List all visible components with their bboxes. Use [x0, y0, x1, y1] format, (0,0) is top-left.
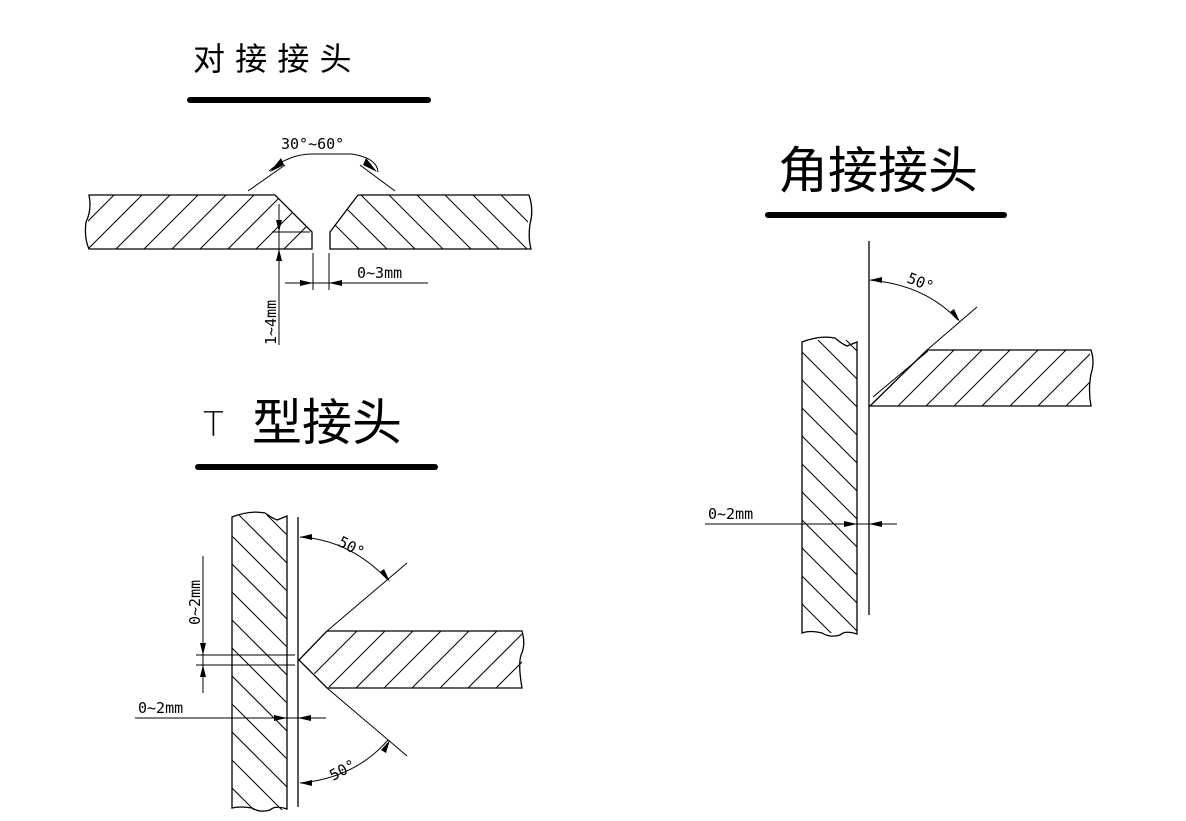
butt-root-face-label: 1~4mm [262, 300, 280, 345]
t-root-face-label: 0~2mm [186, 580, 204, 625]
t-horizontal-plate [298, 630, 525, 689]
butt-root-gap-label: 0~3mm [357, 264, 402, 282]
t-gap-arrow-right [298, 715, 311, 721]
t-upper-angle-arrow-2 [380, 569, 390, 582]
t-lower-bevel-ext [326, 687, 408, 757]
corner-horizontal-hatch [870, 350, 1090, 406]
t-upper-bevel-ext [326, 562, 408, 632]
corner-horizontal-plate [868, 349, 1094, 407]
t-root-face-arrow-bottom [200, 665, 206, 677]
t-gap-arrow-left [274, 715, 287, 721]
butt-angle-ext-left [247, 164, 286, 192]
t-joint-title: 型接头 [252, 394, 402, 452]
t-upper-angle-label: 50° [335, 533, 367, 562]
butt-gap-arrow-right [329, 280, 342, 286]
t-vertical-hatch [232, 515, 287, 810]
butt-joint-section: 对 接 接 头 [84, 40, 533, 345]
corner-vertical-plate [801, 336, 858, 637]
butt-left-hatch [88, 195, 312, 249]
t-vertical-plate [231, 511, 288, 812]
butt-right-hatch [330, 195, 528, 249]
butt-root-face-arrow-bottom [276, 249, 282, 261]
t-root-face-arrow-top [200, 643, 206, 655]
corner-angle-arrow-1 [870, 277, 882, 283]
t-lower-angle-arrow-1 [300, 780, 312, 786]
t-lower-angle-label: 50° [326, 756, 358, 785]
corner-angle-label: 50° [905, 269, 937, 296]
corner-gap-arrow-left [844, 521, 857, 527]
corner-root-gap-label: 0~2mm [708, 505, 753, 523]
corner-joint-title: 角接接头 [778, 142, 978, 200]
corner-bevel-ext [926, 306, 978, 351]
t-root-gap-label: 0~2mm [138, 699, 183, 717]
corner-angle-arrow-2 [950, 309, 960, 322]
t-joint-section: T 型接头 [135, 394, 525, 812]
corner-gap-arrow-right [869, 521, 882, 527]
butt-left-plate [84, 194, 313, 250]
butt-angle-arrow-right [363, 158, 377, 172]
t-lower-angle-arrow-2 [381, 740, 390, 753]
corner-joint-section: 角接接头 [705, 142, 1094, 637]
butt-right-plate [329, 194, 533, 250]
t-joint-title-prefix: T [203, 405, 224, 445]
corner-vertical-hatch [802, 340, 857, 633]
butt-angle-arrow-left [270, 158, 284, 172]
butt-angle-ext-right [359, 164, 396, 192]
t-horizontal-hatch [299, 631, 522, 688]
corner-bevel-inner [872, 350, 929, 398]
butt-groove-angle-label: 30°~60° [281, 135, 344, 153]
butt-joint-title: 对 接 接 头 [193, 40, 352, 78]
butt-angle-arc [268, 153, 379, 173]
butt-gap-arrow-left [300, 280, 313, 286]
t-upper-angle-arrow-1 [300, 534, 312, 540]
butt-root-face-arrow-top [276, 220, 282, 232]
